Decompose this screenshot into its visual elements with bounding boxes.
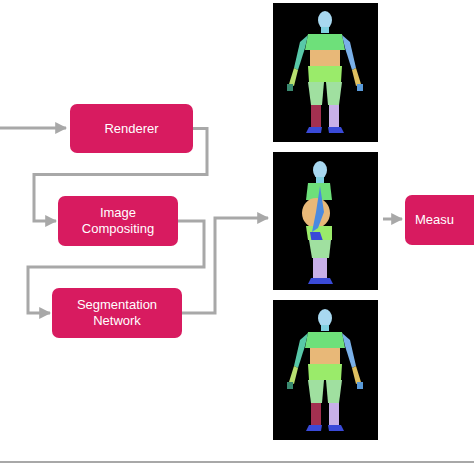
- image-panel: [273, 3, 378, 142]
- box-label: Measu: [405, 212, 454, 228]
- box-label: Renderer: [104, 121, 158, 137]
- image-panel: [273, 300, 378, 440]
- process-box: Image Compositing: [58, 196, 178, 246]
- rule: [0, 461, 474, 463]
- process-box: Measu: [405, 195, 474, 245]
- box-label: Segmentation Network: [60, 297, 174, 329]
- body-figure: [287, 11, 363, 133]
- input-arrow: [0, 127, 66, 130]
- body-figure: [302, 161, 333, 284]
- process-box: Renderer: [70, 104, 193, 153]
- process-box: Segmentation Network: [52, 288, 182, 338]
- box-label: Image Compositing: [66, 205, 170, 237]
- image-panel: [273, 152, 378, 290]
- output-arrow: [383, 218, 402, 221]
